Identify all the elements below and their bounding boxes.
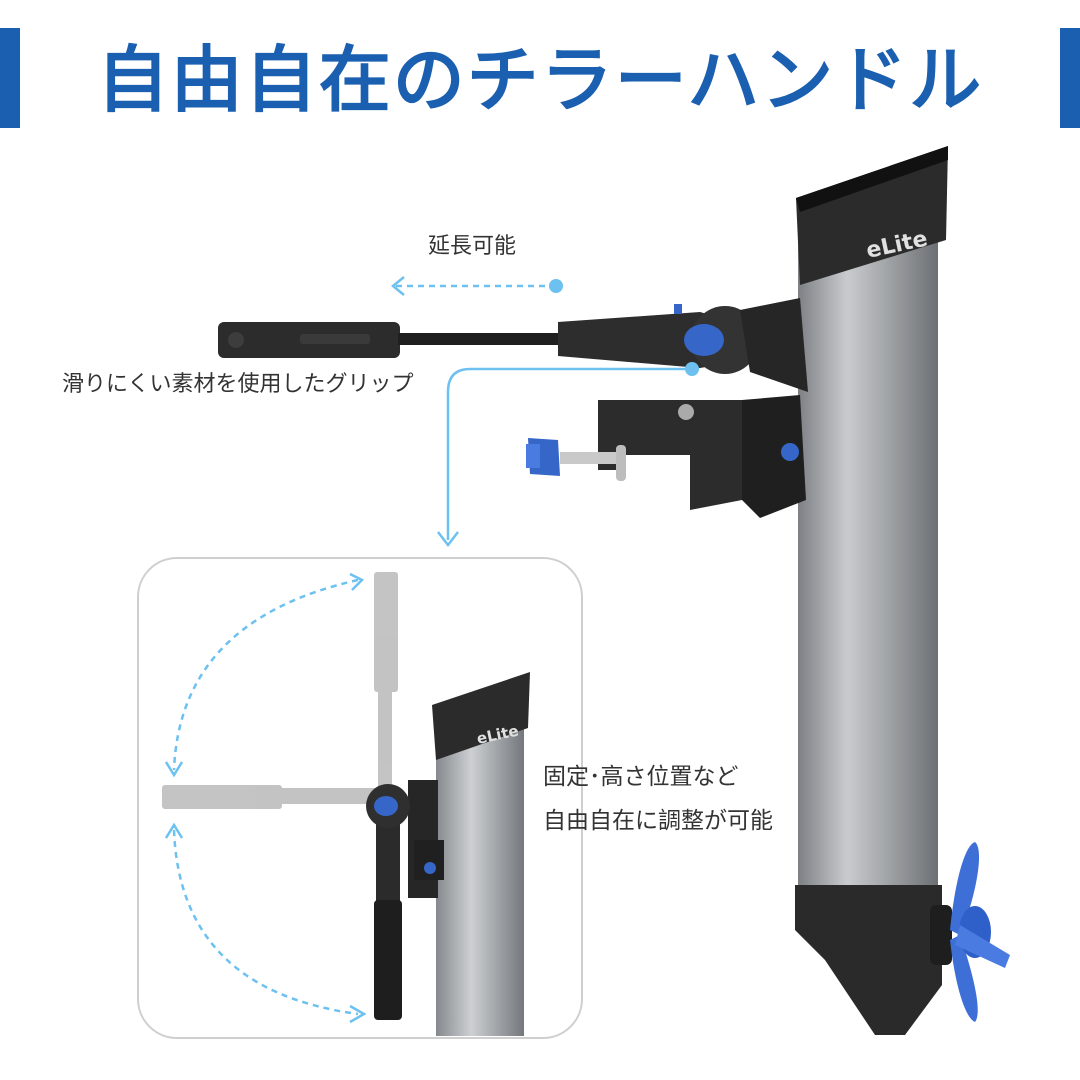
motor-shaft [798, 240, 938, 900]
inset-motor-shaft [436, 720, 524, 1036]
grip-label: 滑りにくい素材を使用したグリップ [62, 372, 414, 397]
propeller [950, 842, 1010, 1022]
right-accent-bar [1060, 28, 1080, 128]
motor-top-cap [796, 146, 948, 285]
position-label-line1: 固定･高さ位置など [543, 764, 739, 790]
inset-illustration: eLite [162, 572, 530, 1036]
pointer-arrow [437, 362, 699, 548]
tilt-knob [684, 324, 724, 356]
motor-lower-housing [795, 885, 942, 1035]
inset-motor-top-cap [432, 672, 530, 760]
extension-tube [398, 333, 563, 345]
clamp-screw [560, 452, 622, 464]
extend-arrow [391, 276, 563, 296]
page-title: 自由自在のチラーハンドル [96, 38, 984, 122]
tiller-handle-main [218, 298, 808, 392]
motor-main: eLite [795, 146, 1010, 1035]
left-accent-bar [0, 28, 20, 128]
position-label-line2: 自由自在に調整が可能 [543, 808, 773, 834]
clamp-bracket [526, 395, 806, 518]
extendable-label: 延長可能 [428, 234, 517, 259]
